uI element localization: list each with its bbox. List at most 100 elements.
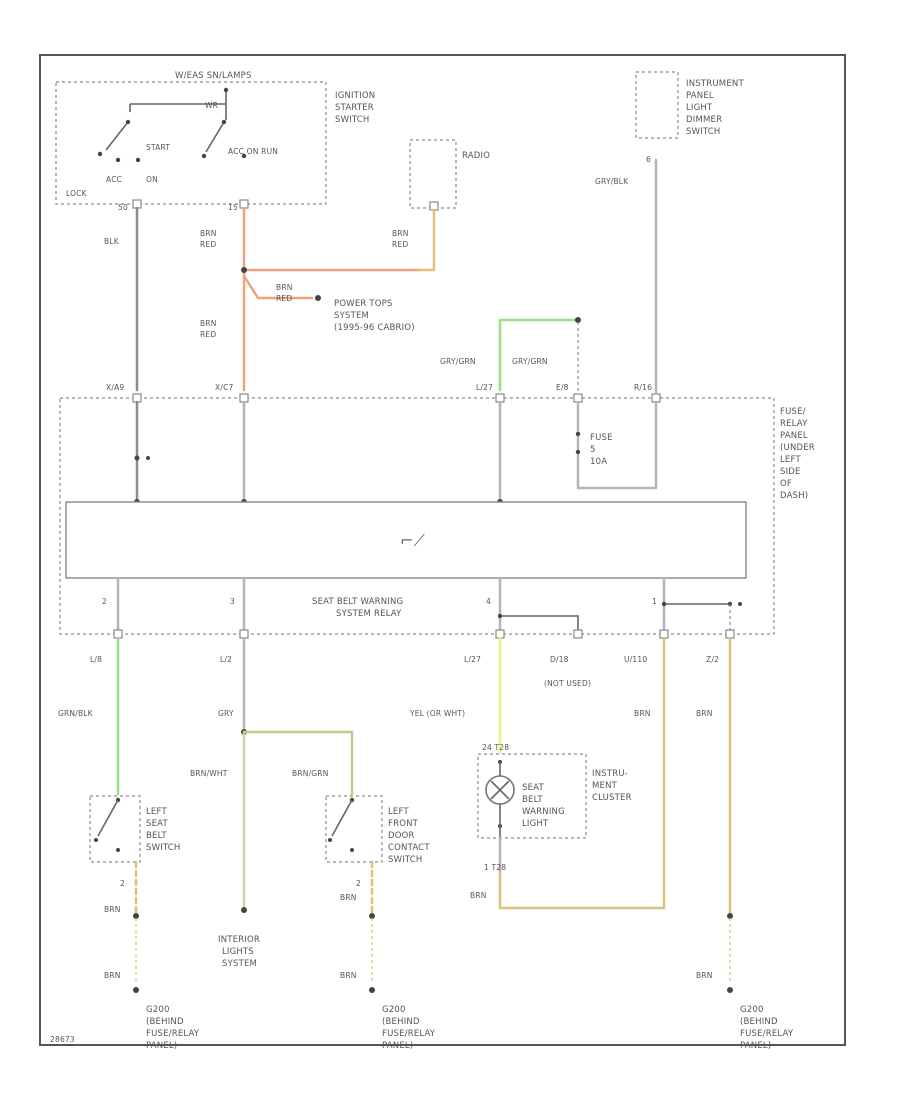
- wire-gry-grn: [498, 318, 580, 392]
- conn-xc7: X/C7: [215, 383, 234, 392]
- g200-b-1: G200: [382, 1005, 406, 1015]
- brn-label-belt-1: BRN: [104, 905, 121, 914]
- brn-label-cluster: BRN: [470, 891, 487, 900]
- run-contact-icon: [205, 121, 225, 153]
- g200-b-4: PANEL): [382, 1041, 413, 1051]
- door-pin-2: 2: [356, 879, 361, 888]
- brn-red-label-3a: BRN: [276, 283, 293, 292]
- wire-brn-grn: [242, 730, 354, 796]
- relay-label-2: SYSTEM RELAY: [336, 609, 402, 619]
- brn-label-belt-2: BRN: [104, 971, 121, 980]
- conn-l8: L/8: [90, 655, 102, 664]
- fuse-5: FUSE 5 10A: [575, 431, 613, 467]
- interior-label-2: LIGHTS: [222, 947, 254, 957]
- wr-label: WR: [205, 101, 218, 110]
- g200-c-4: PANEL): [740, 1041, 771, 1051]
- brn-red-label-4b: RED: [200, 330, 216, 339]
- g200-a-4: PANEL): [146, 1041, 177, 1051]
- brn-wht-label: BRN/WHT: [190, 769, 228, 778]
- acc-on-run-label: ACC ON RUN: [228, 147, 278, 156]
- ground-g200-middle: G200 (BEHIND FUSE/RELAY PANEL): [382, 1005, 436, 1051]
- g200-a-1: G200: [146, 1005, 170, 1015]
- gry-grn-label-1: GRY/GRN: [440, 357, 476, 366]
- conn-r16: R/16: [634, 383, 652, 392]
- brn-red-label-2b: RED: [392, 240, 408, 249]
- ground-g200-right: G200 (BEHIND FUSE/RELAY PANEL): [740, 1005, 794, 1051]
- diagram-frame: [39, 54, 846, 1046]
- g200-c-2: (BEHIND: [740, 1017, 778, 1027]
- panel-label-3: PANEL: [780, 431, 808, 441]
- ignition-header: W/EAS SN/LAMPS: [175, 71, 252, 81]
- conn-u110: U/110: [624, 655, 647, 664]
- dimmer-switch: INSTRUMENT PANEL LIGHT DIMMER SWITCH 6 G…: [595, 71, 744, 186]
- belt-switch-contact-icon: [97, 799, 119, 837]
- left-door-contact-switch: LEFT FRONT DOOR CONTACT SWITCH: [325, 795, 430, 865]
- fuse-relay-panel: FUSE/ RELAY PANEL (UNDER LEFT SIDE OF DA…: [59, 383, 815, 635]
- seat-belt-relay: [65, 501, 747, 579]
- relay-label-1: SEAT BELT WARNING: [312, 597, 403, 607]
- g200-b-3: FUSE/RELAY: [382, 1029, 436, 1039]
- left-belt-label-4: SWITCH: [146, 843, 181, 853]
- panel-label-2: RELAY: [780, 419, 808, 429]
- brn-label-door-1: BRN: [340, 893, 357, 902]
- yel-label: YEL (OR WHT): [409, 709, 465, 718]
- door-switch-contact-icon: [331, 799, 353, 837]
- left-door-label-4: CONTACT: [388, 843, 430, 853]
- warning-label-2: BELT: [522, 795, 543, 805]
- g200-a-3: FUSE/RELAY: [146, 1029, 200, 1039]
- wire-blk-label: BLK: [104, 237, 120, 246]
- left-belt-label-1: LEFT: [146, 807, 167, 817]
- brn-label-z2-ground: BRN: [696, 971, 713, 980]
- ignition-switch: W/EAS SN/LAMPS IGNITION STARTER SWITCH W…: [55, 71, 375, 212]
- start-contact-icon: [105, 121, 129, 151]
- grn-blk-label: GRN/BLK: [58, 709, 94, 718]
- radio: RADIO: [409, 139, 490, 211]
- on-label: ON: [146, 175, 158, 184]
- cluster-label-2: MENT: [592, 781, 618, 791]
- interior-label-3: SYSTEM: [222, 959, 257, 969]
- warning-label-4: LIGHT: [522, 819, 549, 829]
- brn-red-label-2a: BRN: [392, 229, 409, 238]
- dimmer-label-5: SWITCH: [686, 127, 721, 137]
- ignition-label-3: SWITCH: [335, 115, 370, 125]
- conn-z2: Z/2: [706, 655, 719, 664]
- footer-code: 28673: [50, 1035, 75, 1044]
- brn-grn-label: BRN/GRN: [292, 769, 329, 778]
- left-door-label-3: DOOR: [388, 831, 415, 841]
- left-belt-label-3: BELT: [146, 831, 167, 841]
- fuse-label-3: 10A: [590, 457, 607, 467]
- gry-label: GRY: [218, 709, 234, 718]
- cluster-label-1: INSTRU-: [592, 769, 628, 779]
- brn-red-label-4a: BRN: [200, 319, 217, 328]
- wire-brn-red-powertops: [242, 274, 314, 300]
- dimmer-label-3: LIGHT: [686, 103, 713, 113]
- brn-label-door-2: BRN: [340, 971, 357, 980]
- fuse-label-2: 5: [590, 445, 596, 455]
- left-seat-belt-switch: LEFT SEAT BELT SWITCH: [89, 795, 181, 863]
- wire-gry-blk-label: GRY/BLK: [595, 177, 629, 186]
- brn-label-z2: BRN: [696, 709, 713, 718]
- fuse-label-1: FUSE: [590, 433, 613, 443]
- interior-label-1: INTERIOR: [218, 935, 260, 945]
- brn-red-label-1b: RED: [200, 240, 216, 249]
- left-belt-label-2: SEAT: [146, 819, 169, 829]
- relay-pin-1: 1: [652, 597, 657, 606]
- relay-pin-4: 4: [486, 597, 491, 606]
- conn-l2: L/2: [220, 655, 232, 664]
- left-door-label-2: FRONT: [388, 819, 419, 829]
- ign-pin-15: 15: [228, 203, 238, 212]
- cluster-pin-24: 24 T28: [482, 743, 509, 752]
- relay-pin-2: 2: [102, 597, 107, 606]
- dimmer-label-2: PANEL: [686, 91, 714, 101]
- power-tops-label-2: SYSTEM: [334, 311, 369, 321]
- not-used-label: (NOT USED): [544, 679, 591, 688]
- instrument-cluster: 24 T28 SEAT BELT WARNING LIGHT INSTRU- M…: [477, 743, 632, 839]
- power-tops-label-1: POWER TOPS: [334, 299, 393, 309]
- panel-label-4: (UNDER: [780, 443, 815, 453]
- brn-label-u110: BRN: [634, 709, 651, 718]
- acc-label: ACC: [106, 175, 122, 184]
- panel-label-8: DASH): [780, 491, 808, 501]
- panel-label-1: FUSE/: [780, 407, 806, 417]
- warning-label-1: SEAT: [522, 783, 545, 793]
